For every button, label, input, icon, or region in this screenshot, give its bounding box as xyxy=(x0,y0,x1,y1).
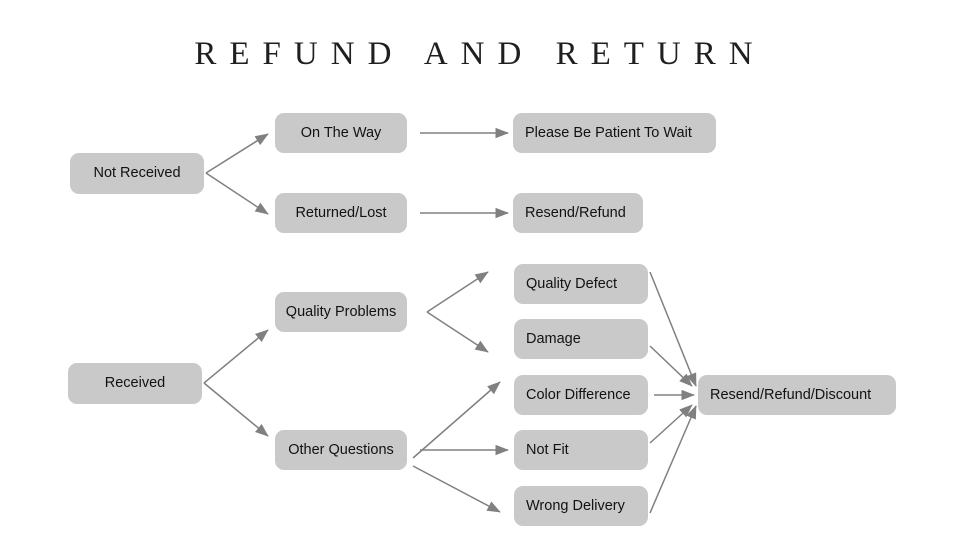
node-please-be-patient[interactable]: Please Be Patient To Wait xyxy=(513,113,716,153)
node-label: Other Questions xyxy=(288,441,394,458)
node-resend-refund-discount[interactable]: Resend/Refund/Discount xyxy=(698,375,896,415)
edge-wrong-delivery-to-resend-refund-discount xyxy=(649,405,697,514)
edge-received-to-quality-problems xyxy=(203,329,269,384)
node-label: Resend/Refund xyxy=(525,204,626,221)
edge-damage-to-resend-refund-discount xyxy=(649,345,693,387)
edge-group xyxy=(203,127,697,514)
node-on-the-way[interactable]: On The Way xyxy=(275,113,407,153)
node-not-received[interactable]: Not Received xyxy=(70,153,204,194)
edge-not-fit-to-resend-refund-discount xyxy=(649,404,693,444)
node-resend-refund[interactable]: Resend/Refund xyxy=(513,193,643,233)
node-label: Quality Defect xyxy=(526,275,618,292)
node-label: Wrong Delivery xyxy=(526,497,625,514)
node-label: Received xyxy=(104,375,166,392)
node-label: Returned/Lost xyxy=(295,204,387,221)
node-received[interactable]: Received xyxy=(68,363,202,404)
node-label: Not Fit xyxy=(526,441,569,458)
node-label: Resend/Refund/Discount xyxy=(710,386,872,403)
node-quality-problems[interactable]: Quality Problems xyxy=(275,292,407,332)
edge-other-questions-to-color-difference xyxy=(412,381,501,459)
node-not-fit[interactable]: Not Fit xyxy=(514,430,648,470)
edge-quality-defect-to-resend-refund-discount xyxy=(649,271,697,387)
node-wrong-delivery[interactable]: Wrong Delivery xyxy=(514,486,648,526)
node-returned-lost[interactable]: Returned/Lost xyxy=(275,193,407,233)
node-label: Please Be Patient To Wait xyxy=(525,124,692,141)
node-label: Not Received xyxy=(93,165,181,182)
node-label: Quality Problems xyxy=(285,303,397,320)
edge-received-to-other-questions xyxy=(203,382,269,437)
node-damage[interactable]: Damage xyxy=(514,319,648,359)
node-other-questions[interactable]: Other Questions xyxy=(275,430,407,470)
edge-not-received-to-on-the-way xyxy=(205,133,269,174)
edge-other-questions-to-wrong-delivery xyxy=(412,465,501,513)
node-label: Damage xyxy=(526,330,581,347)
node-color-difference[interactable]: Color Difference xyxy=(514,375,648,415)
edge-not-received-to-returned-lost xyxy=(205,172,269,215)
node-label: Color Difference xyxy=(526,386,631,403)
node-quality-defect[interactable]: Quality Defect xyxy=(514,264,648,304)
node-label: On The Way xyxy=(300,124,382,141)
edge-quality-problems-to-quality-defect xyxy=(426,271,489,313)
page-title: REFUND AND RETURN xyxy=(194,36,766,72)
edge-quality-problems-to-damage xyxy=(426,311,489,353)
